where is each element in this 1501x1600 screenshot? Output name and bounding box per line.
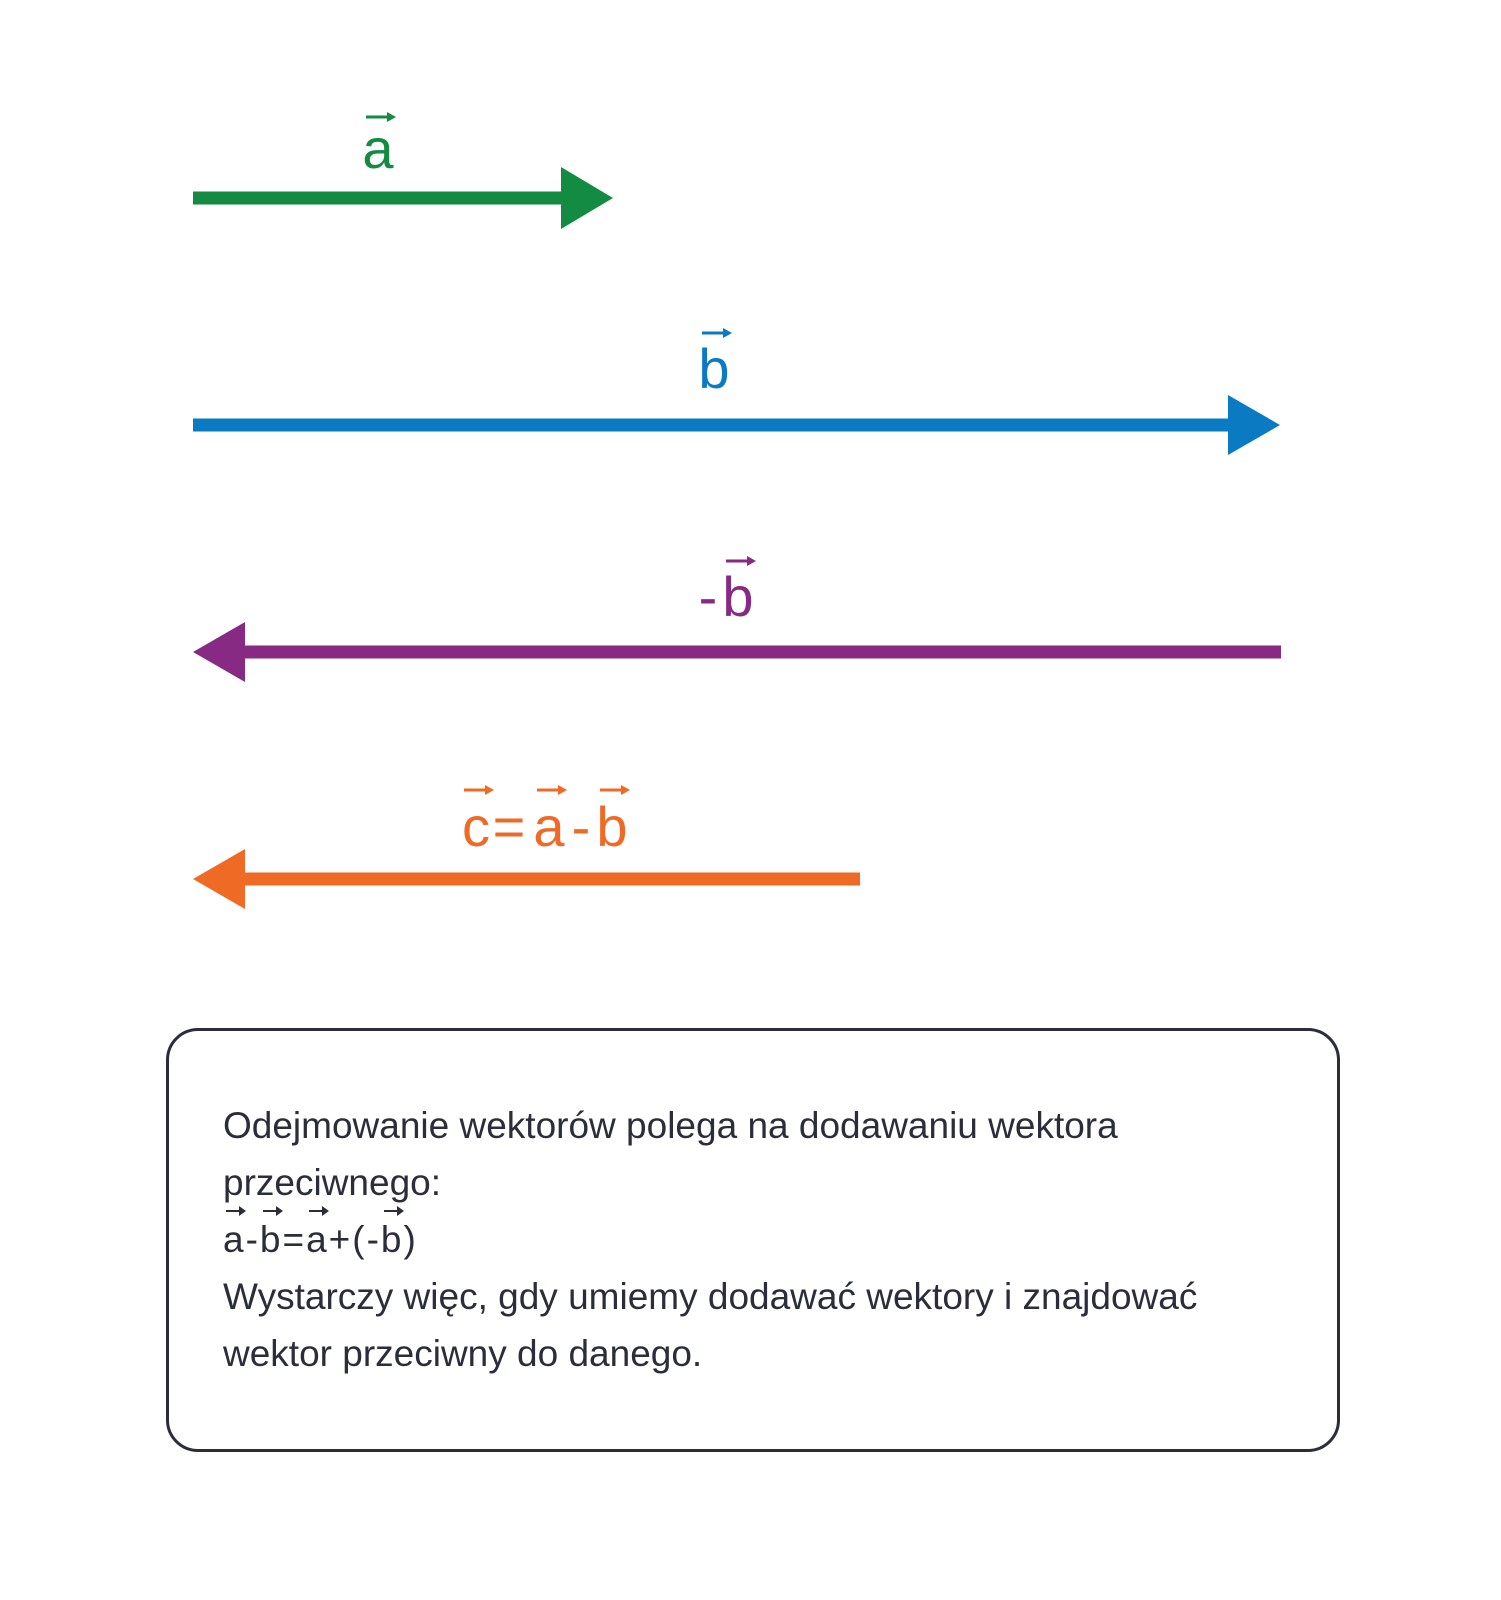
info-line-1: Odejmowanie wektorów polega na dodawaniu… — [223, 1105, 1118, 1146]
vector-b-over-arrow — [702, 328, 732, 338]
vector-b-arrowhead — [1228, 395, 1280, 455]
info-line-4: Wystarczy więc, gdy umiemy dodawać wekto… — [223, 1276, 1198, 1317]
vector-c-label-a: a — [533, 795, 565, 858]
formula-vector-a: a — [223, 1206, 246, 1268]
info-line-2: przeciwnego: — [223, 1162, 442, 1203]
info-text: Odejmowanie wektorów polega na dodawaniu… — [223, 1097, 1303, 1382]
formula-vector-a-2: a — [306, 1206, 329, 1268]
vector-c-over-arrows — [464, 785, 630, 795]
vector-diagram: a b - b — [193, 112, 1281, 909]
vector-c-label-c: c — [462, 795, 490, 858]
vector-minus-b-letter: b — [722, 565, 753, 628]
vector-c-label-equals: = — [493, 795, 526, 858]
formula-minus: - — [245, 1219, 260, 1260]
vector-minus-b-over-arrow — [726, 556, 756, 566]
formula-vector-b: b — [260, 1206, 283, 1268]
vector-b-label: b — [698, 328, 732, 400]
vector-a-letter: a — [362, 117, 394, 180]
vector-minus-b-label: - b — [699, 556, 756, 628]
formula-equals: = — [282, 1219, 307, 1260]
vector-a-arrowhead — [561, 167, 613, 229]
info-line-5: wektor przeciwny do danego. — [223, 1333, 703, 1374]
formula-close-paren: ) — [403, 1219, 418, 1260]
vector-b-letter: b — [698, 337, 729, 400]
vector-c-arrowhead — [193, 849, 245, 909]
info-formula: a-b=a+(-b) — [223, 1206, 1303, 1268]
vector-minus-b: - b — [193, 556, 1281, 682]
formula-vector-b-2: b — [381, 1206, 404, 1268]
vector-minus-b-prefix: - — [699, 565, 718, 628]
formula-plus-open: +(- — [328, 1219, 381, 1260]
vector-a: a — [193, 112, 613, 229]
vector-c-label-minus: - — [572, 795, 591, 858]
vector-b: b — [193, 328, 1280, 455]
vector-c-label: c = a - b — [462, 785, 630, 858]
vector-c: c = a - b — [193, 785, 860, 909]
vector-minus-b-arrowhead — [193, 622, 245, 682]
vector-a-label: a — [362, 112, 396, 180]
info-box: Odejmowanie wektorów polega na dodawaniu… — [166, 1028, 1340, 1452]
vector-a-over-arrow — [366, 112, 396, 122]
vector-c-label-b: b — [596, 795, 627, 858]
